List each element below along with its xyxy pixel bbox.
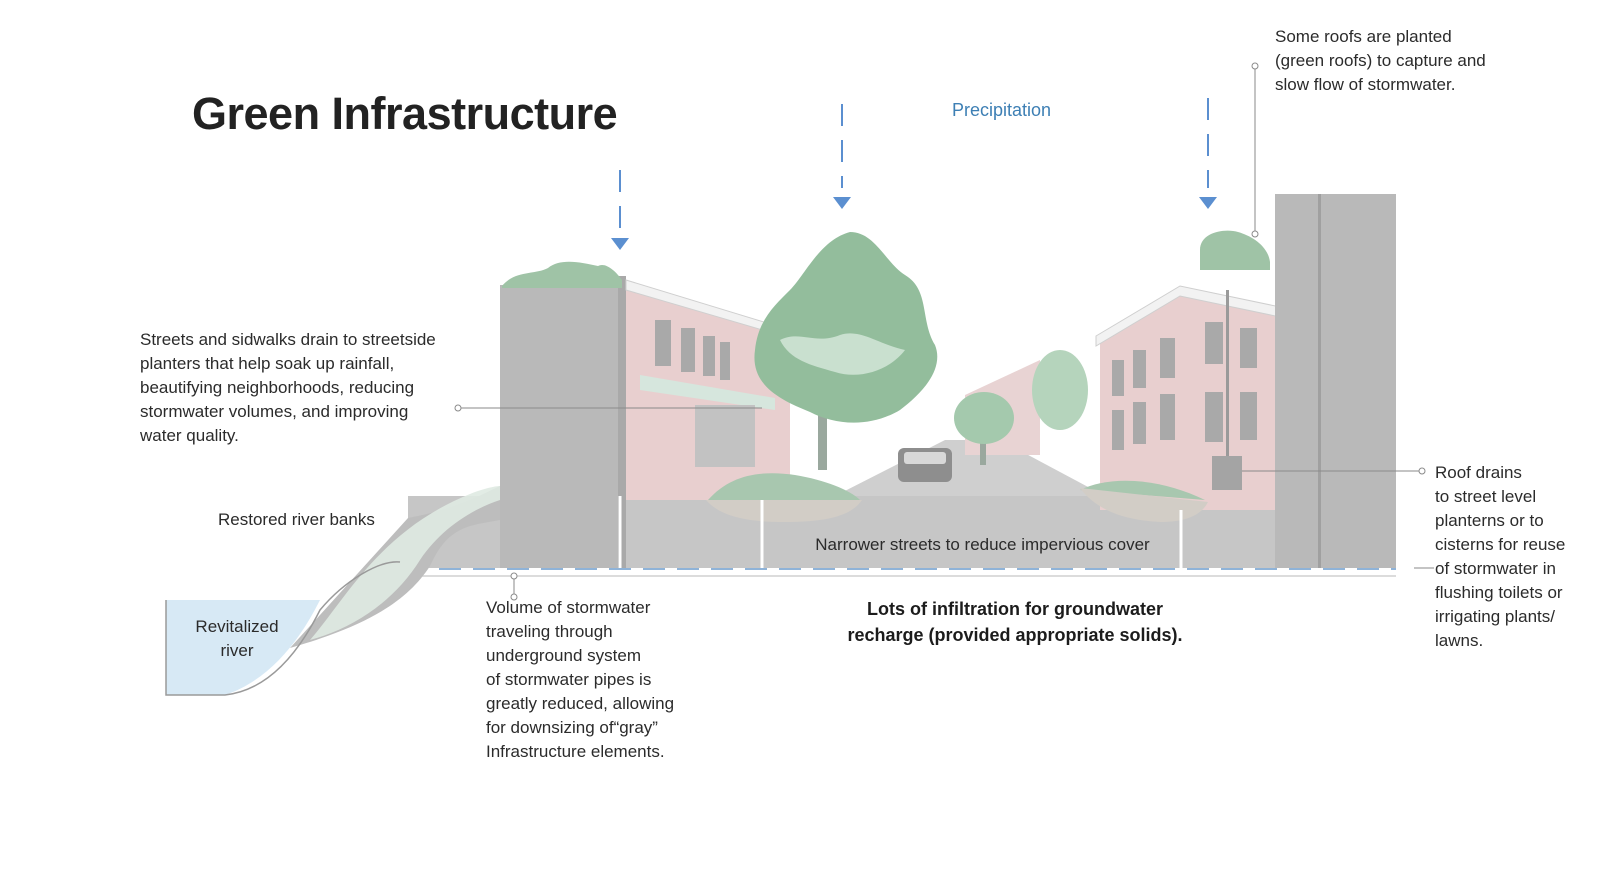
infiltration-callout: Lots of infiltration for groundwater rec… xyxy=(847,599,1183,645)
window xyxy=(681,328,695,372)
leader-dot xyxy=(1418,467,1426,475)
leader-dot xyxy=(510,593,518,601)
window xyxy=(1133,350,1146,388)
precipitation-label: Precipitation xyxy=(952,100,1052,120)
revitalized-river-water xyxy=(166,600,320,695)
right-green-roof xyxy=(1200,230,1270,270)
left-awning xyxy=(640,375,775,410)
roof-downspout xyxy=(1226,290,1229,458)
car-windshield xyxy=(904,452,946,464)
window xyxy=(1160,394,1175,440)
restored-river-bank-vegetation xyxy=(310,486,500,640)
small-tree-canopy xyxy=(954,392,1014,444)
window xyxy=(1133,402,1146,444)
leader-dot xyxy=(1251,62,1259,70)
window xyxy=(1112,410,1124,450)
cistern xyxy=(1212,456,1242,490)
window xyxy=(1240,328,1257,368)
river-banks-label: Restored river banks xyxy=(218,510,375,529)
river-channel-outline xyxy=(165,561,401,696)
window xyxy=(1205,392,1223,442)
leader-dot xyxy=(510,572,518,580)
left-building-edge xyxy=(618,276,626,568)
window xyxy=(1205,322,1223,364)
diagram-title: Green Infrastructure xyxy=(192,88,618,139)
left-streetside-planter-vegetation xyxy=(708,473,860,500)
left-green-roof xyxy=(502,261,622,288)
leader-dot xyxy=(1251,230,1259,238)
right-brick-building xyxy=(1100,290,1280,510)
precipitation-arrow-head xyxy=(1199,197,1217,209)
right-streetside-planter xyxy=(1080,488,1208,522)
tree-highlight xyxy=(780,333,905,375)
right-streetside-planter-vegetation xyxy=(1080,480,1205,500)
narrower-streets-label: Narrower streets to reduce impervious co… xyxy=(815,535,1150,554)
window xyxy=(703,336,715,376)
leader-dot xyxy=(454,404,462,412)
precipitation-arrow-head xyxy=(611,238,629,250)
streetside-planters-callout: Streets and sidwalks drain to streetside… xyxy=(140,330,436,445)
tree-trunk xyxy=(818,390,827,470)
window xyxy=(655,320,671,366)
window xyxy=(1240,392,1257,440)
window xyxy=(1112,360,1124,396)
precipitation-arrow-head xyxy=(833,197,851,209)
revitalized-river-label: Revitalized river xyxy=(195,617,279,660)
stormwater-volume-callout: Volume of stormwater traveling through u… xyxy=(486,598,675,761)
central-tree-canopy xyxy=(754,232,938,423)
roof-drains-callout: Roof drains to street level planterns or… xyxy=(1435,463,1566,650)
window xyxy=(720,342,730,380)
storefront xyxy=(695,405,755,467)
right-building-seam xyxy=(1318,194,1321,568)
left-gray-building xyxy=(500,285,620,568)
green-roofs-callout: Some roofs are planted (green roofs) to … xyxy=(1275,27,1486,94)
window xyxy=(1160,338,1175,378)
left-streetside-planter xyxy=(706,500,862,522)
road xyxy=(835,440,1105,496)
small-tree-canopy xyxy=(1032,350,1088,430)
right-gray-building xyxy=(1275,194,1396,568)
